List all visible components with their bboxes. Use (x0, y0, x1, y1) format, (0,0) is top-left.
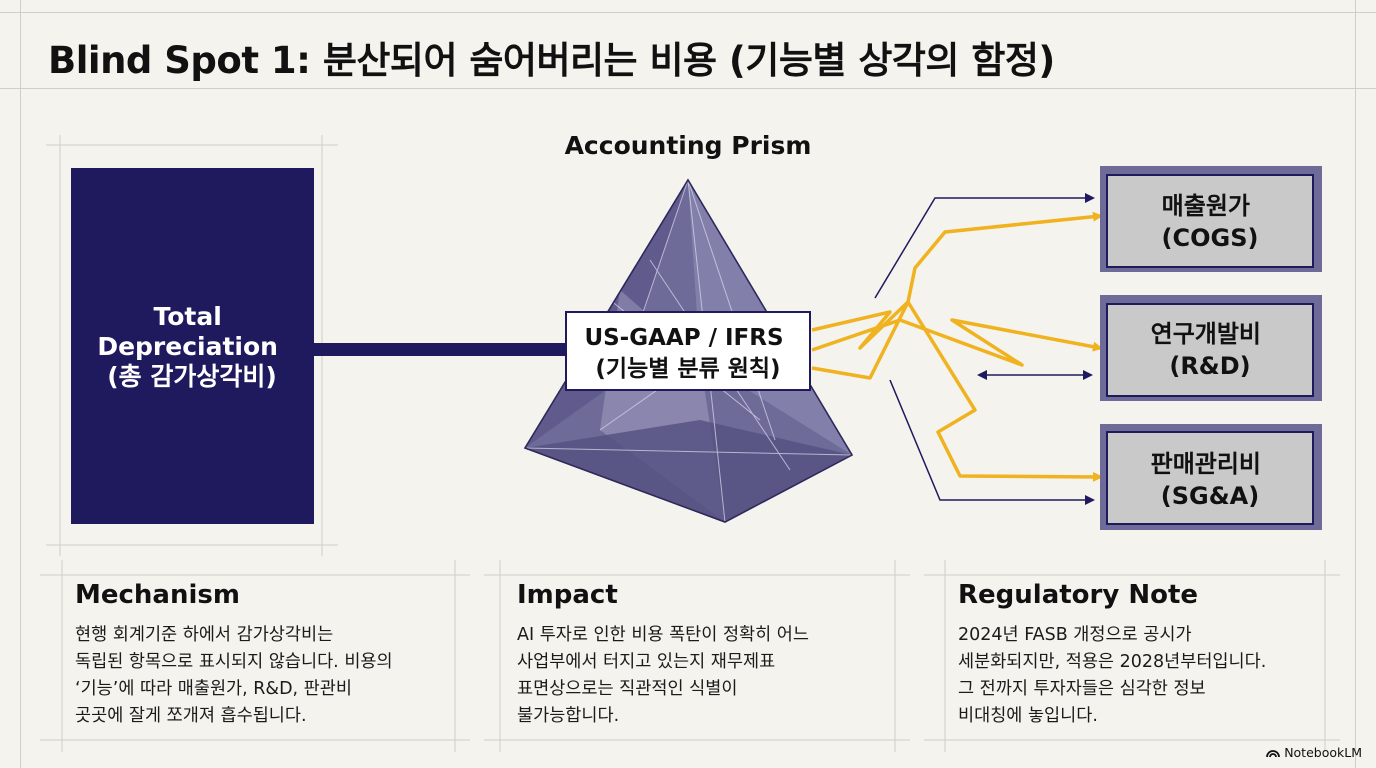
target-label-cogs: 매출원가 (COGS) (1162, 192, 1259, 252)
target-box-sga: 판매관리비 (SG&A) (1100, 424, 1322, 530)
gold-arrow-rnd (811, 318, 1103, 367)
page-title: Blind Spot 1: 분산되어 숨어버리는 비용 (기능별 상각의 함정) (48, 39, 1055, 82)
connector-bar (314, 343, 574, 356)
frame-line-header (0, 88, 1376, 89)
prism-label-line-2: (기능별 분류 원칙) (595, 356, 780, 382)
frame-line-right (1355, 0, 1356, 768)
panel-body-impact: AI 투자로 인한 비용 폭탄이 정확히 어느 사업부에서 터지고 있는지 재무… (517, 625, 810, 726)
panel-heading-mechanism: Mechanism (75, 580, 240, 610)
panel-mechanism: Mechanism 현행 회계기준 하에서 감가상각비는 독립된 항목으로 표시… (75, 562, 475, 742)
panel-heading-regulatory: Regulatory Note (958, 580, 1199, 610)
panel-heading-impact: Impact (517, 580, 618, 610)
total-depreciation-box (71, 168, 314, 524)
panel-body-mechanism: 현행 회계기준 하에서 감가상각비는 독립된 항목으로 표시되지 않습니다. 비… (75, 625, 393, 726)
panel-body-regulatory: 2024년 FASB 개정으로 공시가 세분화되지만, 적용은 2028년부터입… (958, 625, 1267, 726)
total-depreciation-label: Total Depreciation (총 감가상각비) (97, 302, 286, 391)
target-box-rnd: 연구개발비 (R&D) (1100, 295, 1322, 401)
total-line-1: Total (153, 302, 221, 331)
panel-regulatory-note: Regulatory Note 2024년 FASB 개정으로 공시가 세분화되… (958, 562, 1358, 742)
prism-label-line-1: US-GAAP / IFRS (584, 325, 783, 351)
notebooklm-logo-icon (1266, 750, 1281, 758)
target-label-rnd: 연구개발비 (R&D) (1151, 320, 1270, 380)
gold-arrow-cogs (811, 211, 1103, 350)
brand-watermark: NotebookLM (1266, 745, 1362, 760)
gold-arrows (811, 211, 1103, 482)
target-box-cogs: 매출원가 (COGS) (1100, 166, 1322, 272)
frame-line-left (20, 0, 21, 768)
navy-arrows (874, 193, 1095, 505)
prism-label-box (565, 311, 811, 391)
guide-lines (40, 135, 1340, 752)
prism-label: US-GAAP / IFRS (기능별 분류 원칙) (584, 325, 791, 382)
gold-arrow-sga (811, 300, 1103, 482)
panel-impact: Impact AI 투자로 인한 비용 폭탄이 정확히 어느 사업부에서 터지고… (517, 562, 917, 742)
target-label-sga: 판매관리비 (SG&A) (1151, 450, 1270, 510)
total-line-2: Depreciation (97, 332, 278, 361)
prism-heading: Accounting Prism (565, 131, 812, 160)
brand-label: NotebookLM (1284, 745, 1362, 760)
navy-arrow-sga (889, 379, 1095, 505)
frame-line-top (0, 12, 1376, 13)
total-line-3: (총 감가상각비) (107, 362, 277, 391)
navy-arrow-cogs (874, 193, 1095, 299)
